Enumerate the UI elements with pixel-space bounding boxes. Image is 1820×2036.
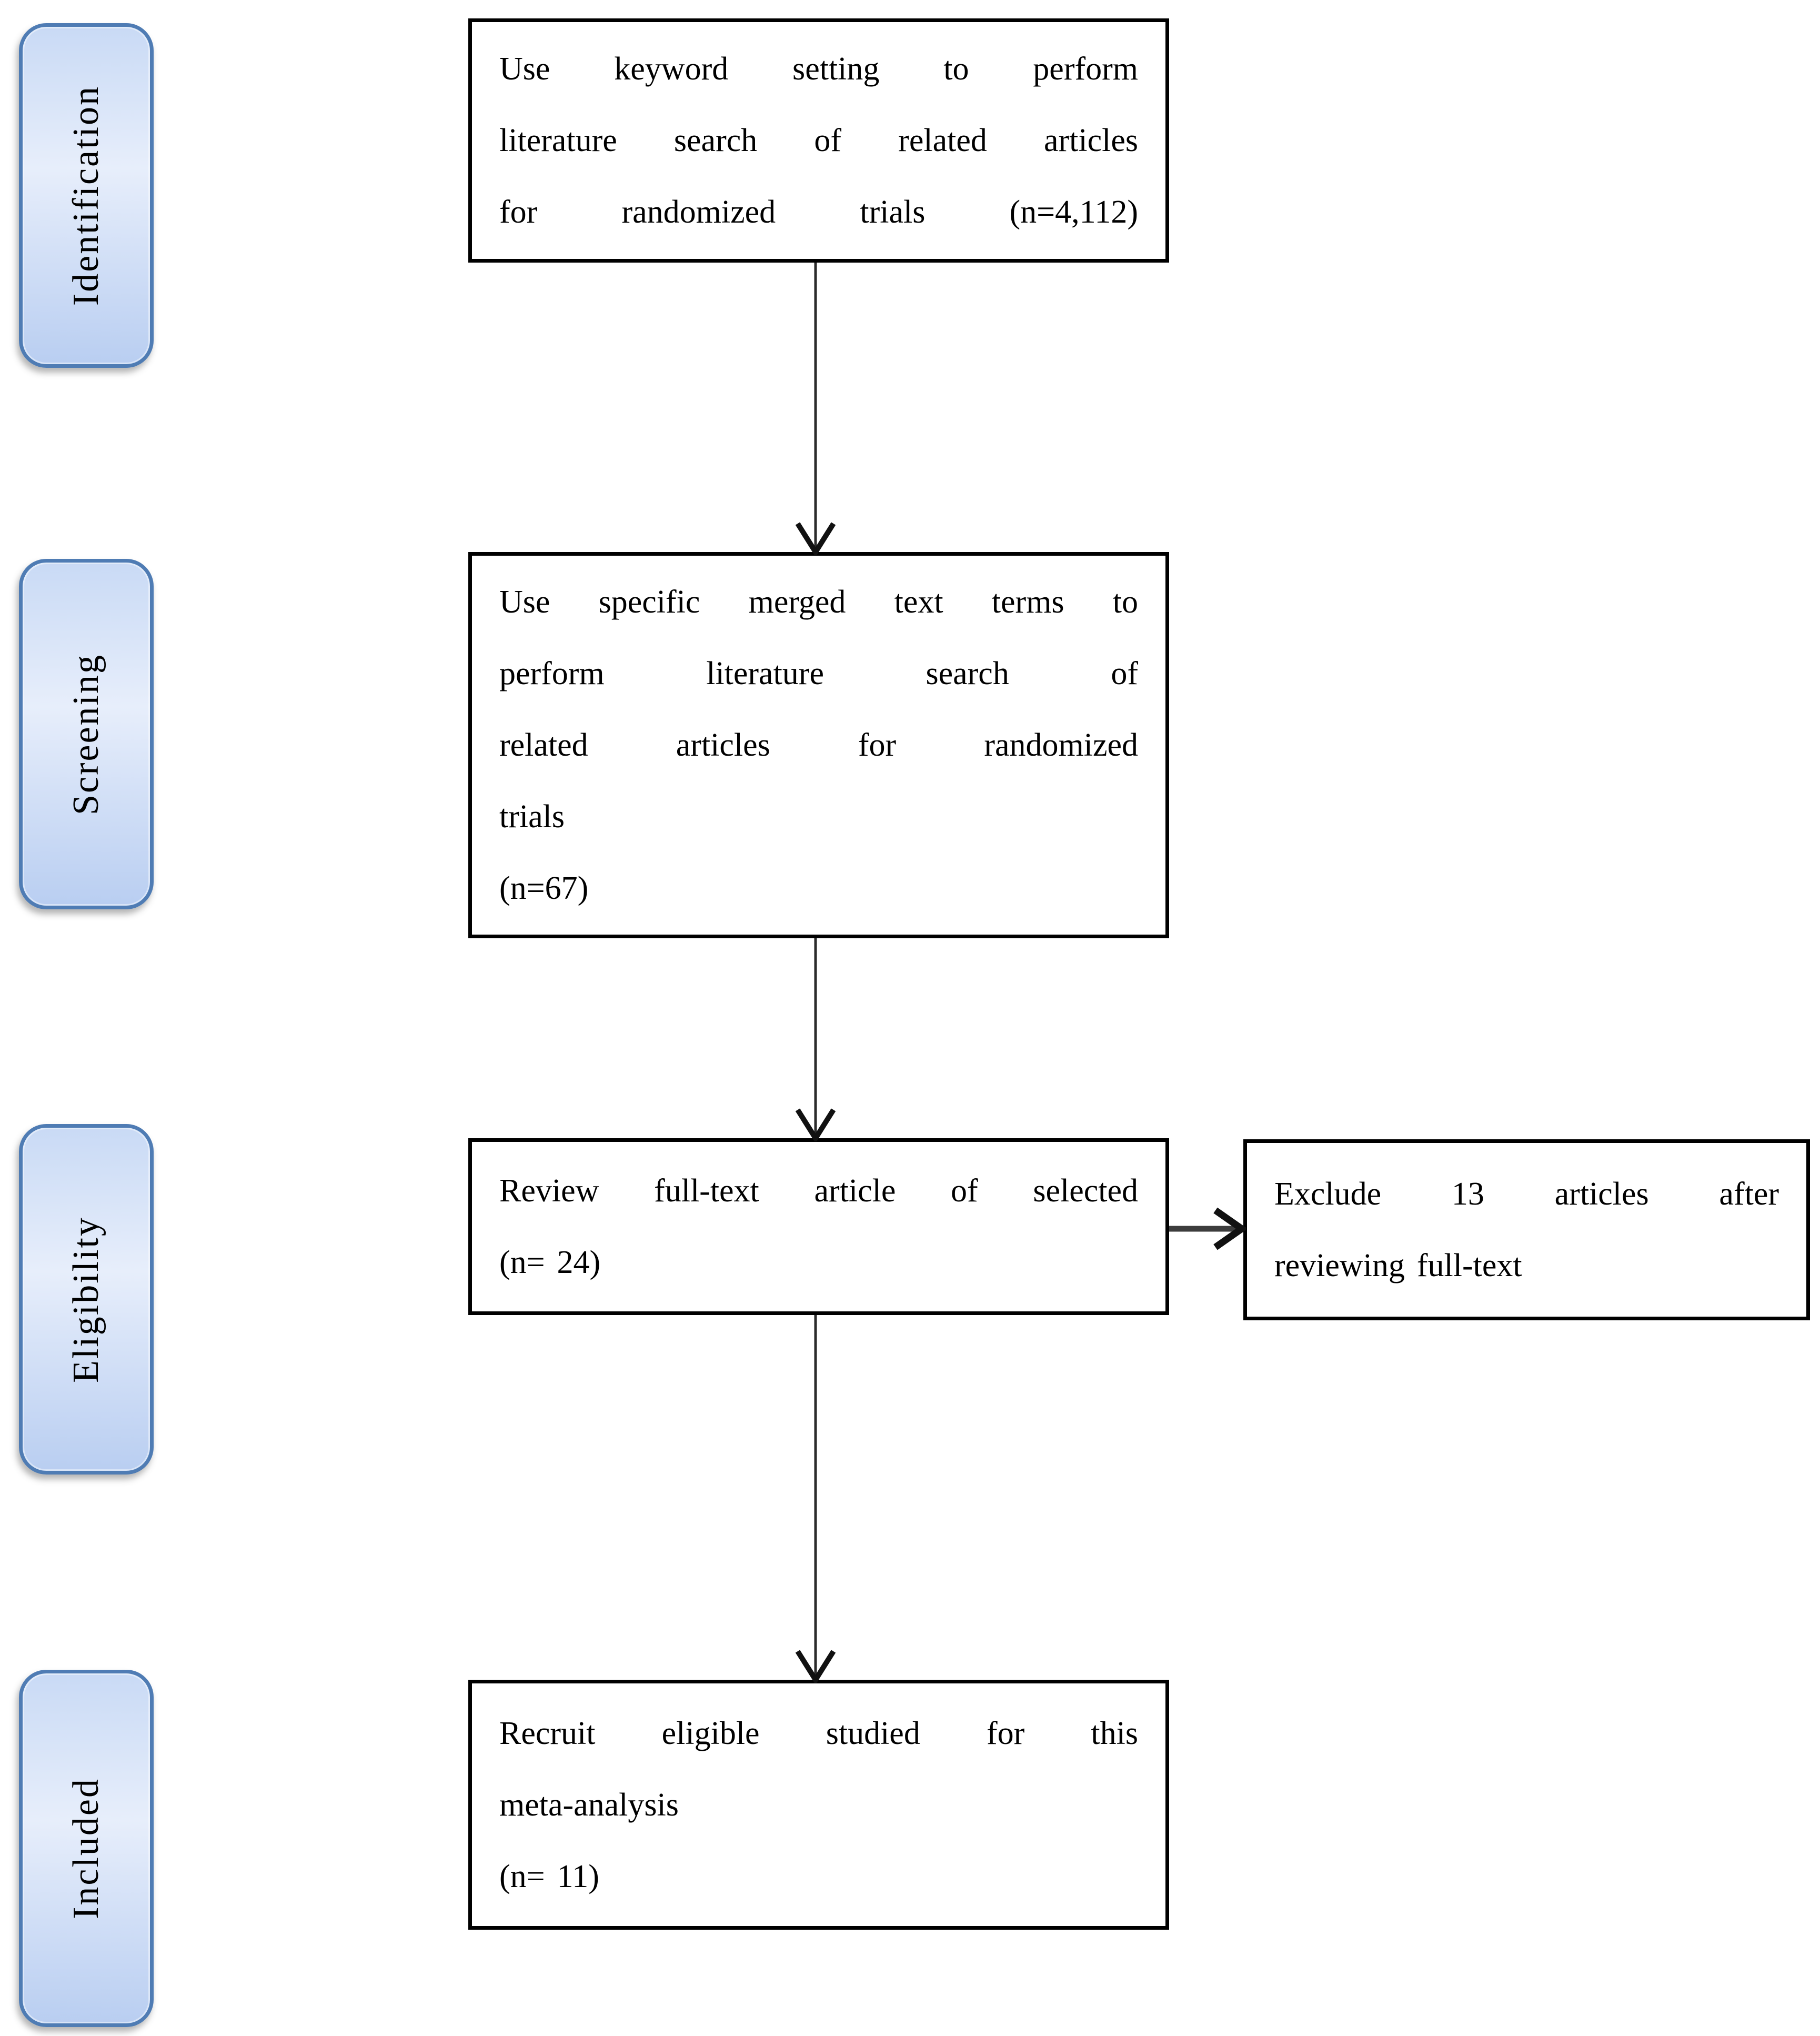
box-text-line: meta-analysis: [499, 1787, 679, 1823]
box-text-line: Review full-text article of selected: [499, 1173, 1138, 1209]
box-text-line: Recruit eligible studied for this: [499, 1715, 1138, 1751]
flow-box-included-recruit: Recruit eligible studied for this meta-a…: [468, 1680, 1169, 1930]
box-text-line: Use keyword setting to perform: [499, 51, 1138, 87]
stage-screening: Screening: [19, 559, 154, 909]
flow-box-identification-search: Use keyword setting to perform literatur…: [468, 18, 1169, 263]
box-text-line: literature search of related articles: [499, 123, 1138, 158]
box-text-line: related articles for randomized: [499, 727, 1138, 763]
box-text-line: perform literature search of: [499, 656, 1138, 691]
flow-box-excluded-articles: Exclude 13 articles after reviewing full…: [1243, 1139, 1810, 1320]
stage-included: Included: [19, 1670, 154, 2027]
box-count-line: (n= 11): [499, 1858, 599, 1894]
arrow-right-icon: [1169, 1207, 1246, 1250]
stage-label: Identification: [66, 85, 106, 306]
box-text-line: for randomized trials (n=4,112): [499, 194, 1138, 230]
arrow-down-icon: [795, 1315, 836, 1683]
stage-identification: Identification: [19, 23, 154, 368]
stage-label: Included: [66, 1778, 106, 1919]
flow-box-eligibility-review: Review full-text article of selected (n=…: [468, 1138, 1169, 1315]
box-count-line: (n=67): [499, 870, 589, 906]
box-count-line: (n= 24): [499, 1245, 601, 1280]
box-text-line: reviewing full-text: [1274, 1248, 1522, 1283]
box-text-line: Exclude 13 articles after: [1274, 1176, 1779, 1212]
stage-eligibility: Eligibility: [19, 1124, 154, 1475]
arrow-down-icon: [795, 938, 836, 1141]
box-text-line: trials: [499, 799, 565, 835]
flow-box-screening-search: Use specific merged text terms to perfor…: [468, 552, 1169, 938]
box-text-line: Use specific merged text terms to: [499, 584, 1138, 620]
stage-label: Eligibility: [66, 1216, 106, 1383]
stage-label: Screening: [66, 653, 106, 815]
arrow-down-icon: [795, 263, 836, 555]
